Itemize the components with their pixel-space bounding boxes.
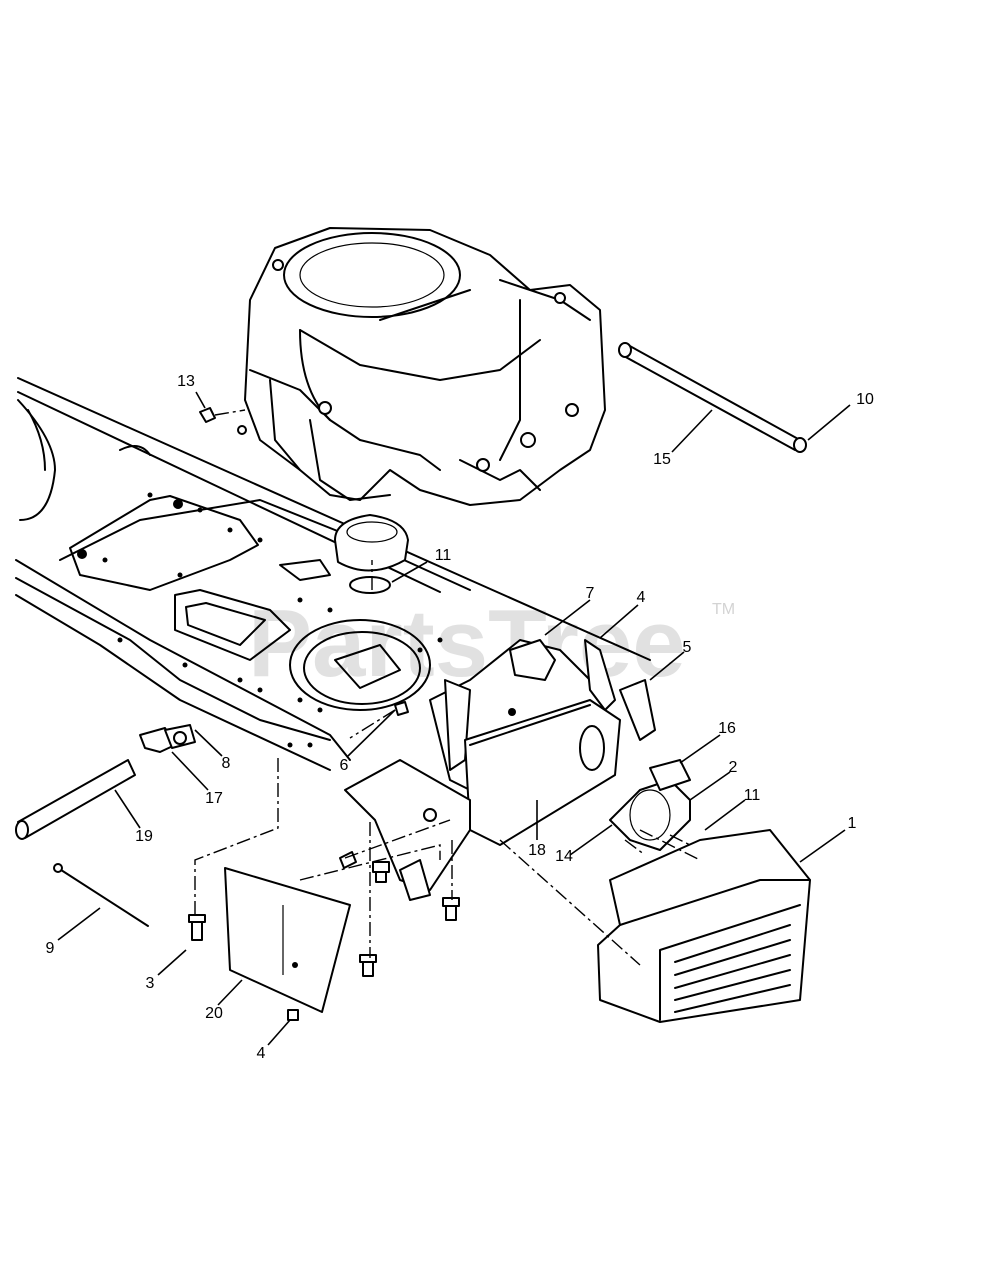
callout-6: 6 — [340, 757, 349, 774]
callout-11-top: 11 — [435, 547, 452, 564]
callout-1: 1 — [848, 815, 857, 832]
callout-20: 20 — [205, 1005, 223, 1022]
chassis-frame — [15, 377, 651, 771]
guard-slots — [674, 924, 791, 1013]
sensor-part-8 — [139, 724, 196, 753]
callout-10: 10 — [856, 391, 874, 408]
shield-part-20 — [224, 867, 351, 1013]
heat-shield-part-16 — [609, 759, 691, 851]
callout-5: 5 — [683, 639, 692, 656]
callout-14: 14 — [555, 848, 573, 865]
callout-4-top: 4 — [637, 589, 646, 606]
callout-15: 15 — [653, 451, 671, 468]
callout-labels: 13 10 15 11 7 4 5 16 2 11 1 6 8 17 19 18… — [46, 373, 874, 1062]
callout-7: 7 — [586, 585, 595, 602]
watermark-trademark: TM — [712, 601, 735, 618]
muffler-guard-part-1 — [597, 829, 811, 1023]
callout-13: 13 — [177, 373, 195, 390]
rod-part-15 — [618, 342, 807, 453]
callout-2: 2 — [729, 759, 738, 776]
callout-4-bottom: 4 — [257, 1045, 266, 1062]
callout-17: 17 — [205, 790, 223, 807]
bolts — [188, 701, 460, 1021]
mounting-plate — [344, 759, 471, 901]
callout-16: 16 — [718, 720, 736, 737]
cable-tie-part-9 — [53, 863, 149, 927]
callout-3: 3 — [146, 975, 155, 992]
alignment-lines — [194, 409, 701, 966]
callout-19: 19 — [135, 828, 153, 845]
leader-lines — [57, 391, 851, 1046]
callout-11-right: 11 — [744, 787, 761, 804]
tube-part-19 — [15, 759, 136, 840]
callout-8: 8 — [222, 755, 231, 772]
engine-pulley — [334, 514, 409, 594]
nut-part-13 — [199, 407, 216, 423]
callout-9: 9 — [46, 940, 55, 957]
callout-18: 18 — [528, 842, 546, 859]
engine — [237, 227, 606, 506]
